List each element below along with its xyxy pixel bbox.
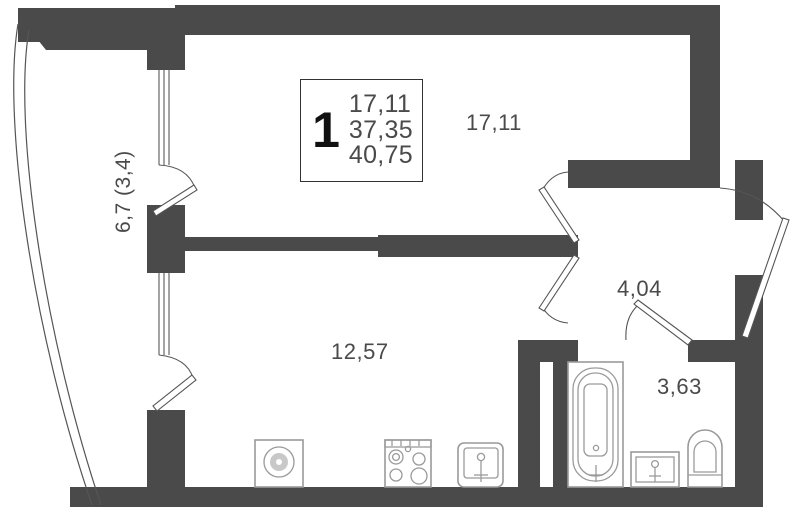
stove-icon (384, 439, 432, 488)
balcony-curved-rail (13, 23, 102, 506)
area-with-balcony-value: 40,75 (348, 141, 413, 170)
room-label-hallway: 4,04 (617, 276, 662, 301)
wall-right-upper (690, 5, 720, 165)
hall-living-door-leaf (538, 186, 580, 244)
wall-right-bathroom (735, 275, 763, 490)
walls-group (18, 5, 763, 507)
rooms-count-value: 1 (312, 102, 340, 158)
balcony-door-upper-arc (158, 164, 196, 189)
hall-kitchen-door-leaf (538, 254, 580, 312)
balcony-door-upper-leaf (152, 184, 198, 217)
washer-icon (254, 439, 304, 488)
entrance-door-arc (719, 187, 786, 223)
info-box-content: 1 17,11 37,35 40,75 (310, 89, 413, 170)
wall-bathroom-partition (553, 340, 569, 490)
area-total-value: 37,35 (348, 115, 413, 144)
wall-pier-balcony-middle (147, 205, 185, 273)
openings-group (152, 70, 790, 412)
room-label-bathroom: 3,63 (657, 374, 702, 399)
areas-list: 17,11 37,35 40,75 (348, 89, 413, 170)
area-living-value: 17,11 (348, 89, 412, 118)
wall-central-thick (378, 235, 578, 257)
sink-icon (457, 442, 504, 488)
wall-pier-balcony-bottom (147, 410, 185, 490)
room-label-living-room: 17,11 (466, 110, 522, 135)
wall-right-lower (735, 160, 763, 220)
balcony-door-lower-leaf (152, 374, 197, 412)
wall-bathroom-left (518, 340, 540, 490)
wall-hall-top (568, 160, 693, 188)
fixtures-group (254, 361, 723, 488)
wall-top-left (18, 8, 163, 42)
toilet-icon (687, 429, 723, 488)
bathroom-door-leaf (633, 299, 693, 346)
balcony-rail-outer (13, 23, 93, 506)
balcony-door-lower-arc (158, 354, 194, 379)
apartment-info-box: 1 17,11 37,35 40,75 (300, 79, 423, 182)
wall-bottom-main (70, 487, 763, 507)
wall-bathroom-top-right (688, 340, 763, 362)
room-label-balcony: 6,7 (3,4) (112, 150, 135, 233)
wall-central-thin (175, 237, 380, 251)
bathroom-door-arc (625, 302, 641, 341)
entrance-door-leaf (741, 217, 790, 339)
bathtub-icon (567, 361, 624, 488)
basin-icon (630, 451, 680, 488)
wall-top-main (175, 5, 710, 35)
balcony-rail-inner (24, 29, 102, 506)
room-label-kitchen: 12,57 (331, 339, 389, 364)
